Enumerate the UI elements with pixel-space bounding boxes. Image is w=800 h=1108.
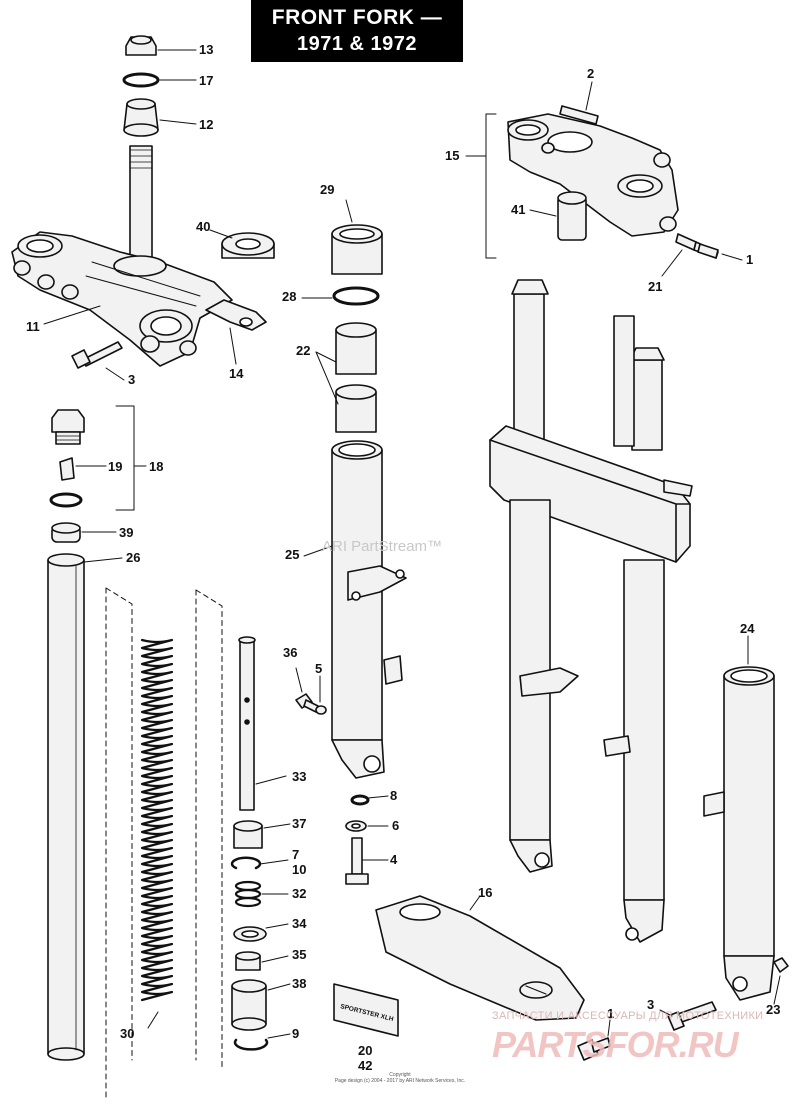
callout-8[interactable]: 8 [390,788,398,803]
copyright-line-2: Page design (c) 2004 - 2017 by ARI Netwo… [334,1078,466,1084]
bushing-37 [233,820,263,849]
spring-30 [140,638,174,1002]
spring-32 [234,880,262,908]
callout-13[interactable]: 13 [199,42,214,57]
callout-28[interactable]: 28 [282,289,297,304]
callout-2[interactable]: 2 [587,66,595,81]
partstream-watermark: ARI PartStream™ [322,538,443,555]
callout-20[interactable]: 20 [358,1043,373,1058]
snap-ring-9 [233,1038,269,1051]
callout-35[interactable]: 35 [292,947,307,962]
callout-18[interactable]: 18 [149,459,164,474]
callout-39[interactable]: 39 [119,525,134,540]
bolt-3a [71,341,123,369]
callout-4[interactable]: 4 [390,852,398,867]
bearing-cone-12 [123,98,159,137]
callout-14[interactable]: 14 [229,366,244,381]
callout-11[interactable]: 11 [26,319,40,334]
sleeve-38 [231,979,267,1031]
callout-24[interactable]: 24 [740,621,755,636]
callout-10[interactable]: 10 [292,862,307,877]
bearing-race-40 [221,232,275,259]
copyright-line-1: Copyright [389,1072,411,1078]
callout-6[interactable]: 6 [392,818,400,833]
bushing-22b [335,384,377,433]
upper-bracket-15 [507,113,679,237]
bolt-4 [345,837,369,885]
callout-15[interactable]: 15 [445,148,460,163]
callout-37[interactable]: 37 [292,816,307,831]
shop-watermark-text: ЗАПЧАСТИ И АКСЕССУАРЫ ДЛЯ МОТОТЕХНИКИ [492,1010,764,1022]
nut-23 [773,957,789,973]
washer-5 [315,705,327,715]
shop-watermark-logo: PARTSFOR.RU [492,1024,739,1065]
bushing-41 [557,191,587,241]
bolt-36 [295,693,319,713]
callout-26[interactable]: 26 [126,550,141,565]
callout-38[interactable]: 38 [292,976,307,991]
callout-23[interactable]: 23 [766,1002,781,1017]
callout-40[interactable]: 40 [196,219,211,234]
cover-16 [375,895,585,1021]
callout-16[interactable]: 16 [478,885,493,900]
callout-42[interactable]: 42 [358,1058,373,1073]
cap-39 [51,522,81,543]
callout-5[interactable]: 5 [315,661,323,676]
callout-3-upper[interactable]: 3 [128,372,136,387]
fork-tube-26 [47,553,85,1061]
stem-bracket-11 [11,145,233,367]
damper-rod-33 [238,636,256,811]
stem-nut-13 [125,35,157,56]
title-line-1: FRONT FORK — [271,6,443,29]
callout-1-lower[interactable]: 1 [607,1006,615,1021]
valve-19 [59,457,75,481]
washer-8 [350,794,370,806]
callout-30[interactable]: 30 [120,1026,135,1041]
callout-29[interactable]: 29 [320,182,335,197]
leader-lines [43,49,781,1039]
dashed-guides [105,587,223,1099]
callout-1-upper[interactable]: 1 [746,252,754,267]
screw-1b [577,1037,611,1061]
title-line-2: 1971 & 1972 [296,33,418,55]
filler-plug-18 [51,409,85,445]
seal-29 [331,224,383,275]
diagram-title: FRONT FORK — 1971 & 1972 [251,0,463,62]
callout-21[interactable]: 21 [648,279,663,294]
callout-34[interactable]: 34 [292,916,307,931]
callout-3-lower[interactable]: 3 [647,997,655,1012]
washer-6 [345,820,367,832]
slider-25 [331,440,407,779]
callout-9[interactable]: 9 [292,1026,300,1041]
o-ring [49,492,83,508]
slider-24 [703,666,775,1001]
ring-35 [235,951,261,971]
bushing-22a [335,322,377,375]
callout-25[interactable]: 25 [285,547,300,562]
clip-14 [205,299,267,331]
screw-1a [697,243,719,259]
callout-22[interactable]: 22 [296,343,311,358]
callout-19[interactable]: 19 [108,459,123,474]
callout-36[interactable]: 36 [283,645,298,660]
copyright-notice: Copyright Page design (c) 2004 - 2017 by… [330,1072,470,1084]
bolt-2 [559,105,599,125]
washer-28 [332,286,380,306]
callout-17[interactable]: 17 [199,73,214,88]
emblem-20: SPORTSTER XLH [333,983,399,1037]
callout-33[interactable]: 33 [292,769,307,784]
callout-41[interactable]: 41 [511,202,526,217]
seat-34 [233,926,267,942]
callout-12[interactable]: 12 [199,117,214,132]
washer-17 [122,72,160,88]
ring-7-10 [230,856,262,870]
callout-32[interactable]: 32 [292,886,307,901]
callout-7[interactable]: 7 [292,847,300,862]
fork-assembly [489,279,693,943]
